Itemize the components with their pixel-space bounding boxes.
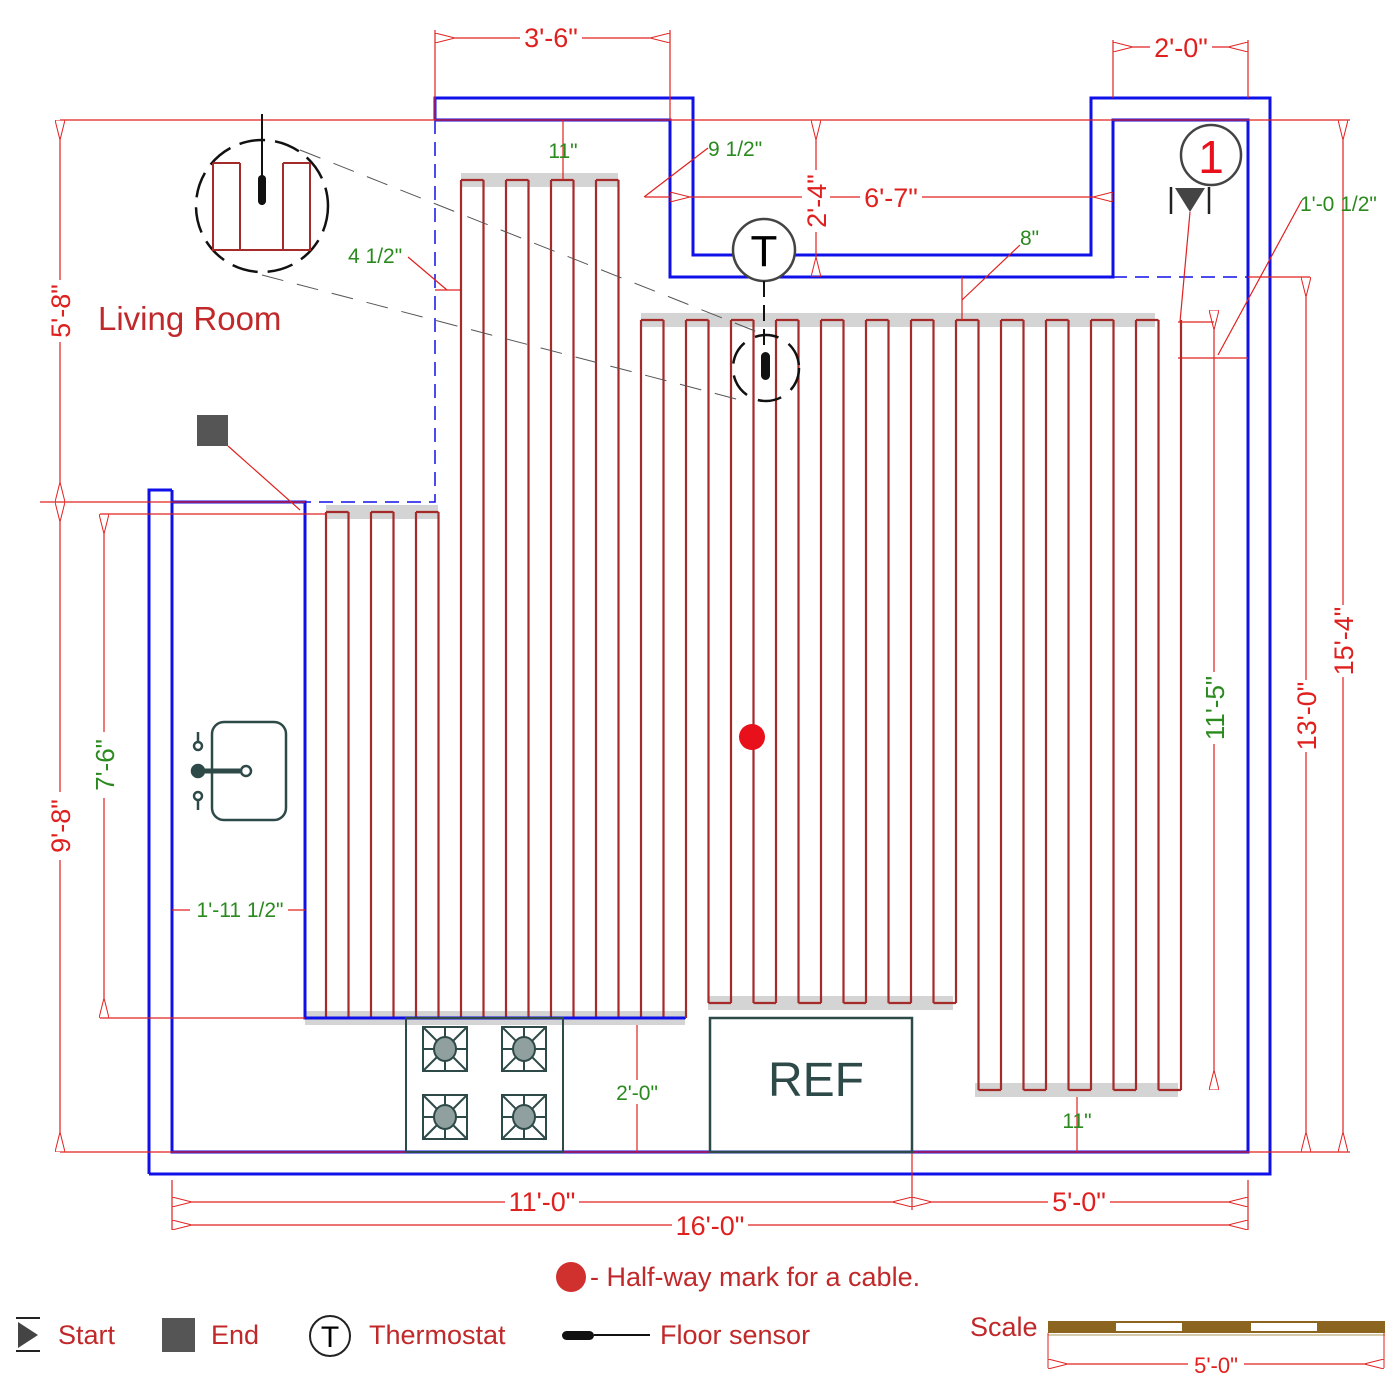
legend-scale-label: Scale	[970, 1312, 1038, 1342]
dim-notch-depth: 2'-4"	[802, 174, 832, 228]
counter-run-left: 7'-6"	[90, 739, 120, 791]
refrigerator: REF	[708, 1016, 914, 1154]
legend-start-icon	[16, 1317, 40, 1352]
refrigerator-label: REF	[768, 1054, 864, 1107]
legend-start-label: Start	[58, 1320, 116, 1350]
dim-bottom-left-width: 11'-0"	[509, 1187, 576, 1217]
dim-notch-width: 6'-7"	[864, 183, 918, 213]
room-label: Living Room	[98, 300, 281, 337]
dim-right-inner-height: 13'-0"	[1292, 682, 1322, 751]
legend-floor-sensor-icon	[562, 1331, 650, 1340]
dim-left-upper-height: 5'-8"	[46, 284, 76, 338]
clearance-right: 1'-0 1/2"	[1300, 193, 1377, 216]
clearance-9-1-2: 9 1/2"	[708, 138, 762, 161]
legend-end-icon	[162, 1318, 195, 1352]
outer-wall	[147, 96, 1272, 1176]
burner-icon	[422, 1026, 468, 1072]
cable-end-marker	[197, 415, 228, 446]
cable-run-right: 11'-5"	[1200, 676, 1230, 740]
legend-halfway-icon	[556, 1262, 586, 1292]
bottom-right-gap: 11"	[1062, 1110, 1091, 1133]
dim-left-lower-height: 9'-8"	[46, 799, 76, 853]
legend: - Half-way mark for a cable. Start End T…	[16, 1262, 1385, 1378]
cable-strap	[708, 996, 953, 1010]
legend-thermostat-icon: T	[309, 1315, 351, 1357]
dim-right-total-height: 15'-4"	[1329, 607, 1359, 676]
halfway-mark	[739, 724, 765, 750]
cable-start-marker: 1	[1169, 123, 1243, 214]
dim-bottom-right-width: 5'-0"	[1052, 1187, 1106, 1217]
cable-strap	[461, 173, 618, 187]
legend-floor-sensor-label: Floor sensor	[660, 1320, 810, 1350]
dim-bottom-total-width: 16'-0"	[676, 1211, 745, 1241]
burner-icon	[501, 1026, 547, 1072]
clearance-4-1-2: 4 1/2"	[348, 245, 402, 268]
burner-icon	[501, 1094, 547, 1140]
thermostat-symbol: T	[731, 217, 797, 378]
counter-depth: 1'-11 1/2"	[197, 899, 284, 922]
heating-cable	[324, 178, 1183, 1092]
stove	[405, 1017, 564, 1153]
legend-end-label: End	[211, 1320, 259, 1350]
start-number: 1	[1198, 131, 1224, 183]
open-boundary	[305, 120, 1248, 503]
dimension-lines	[40, 30, 1350, 1230]
scale-length: 5'-0"	[1194, 1353, 1238, 1378]
stove-gap: 2'-0"	[616, 1082, 658, 1105]
clearance-top-cable: 11"	[548, 140, 577, 163]
thermostat-glyph: T	[751, 227, 778, 276]
sensor-detail-callout	[194, 114, 766, 401]
legend-halfway-label: - Half-way mark for a cable.	[590, 1262, 920, 1292]
dimension-labels: 3'-6" 2'-0" 6'-7" 2'-4" 5'-8" 9'-8" 15'-…	[46, 23, 1377, 1241]
legend-thermostat-label: Thermostat	[369, 1320, 506, 1350]
sink	[190, 720, 288, 822]
dim-top-right-width: 2'-0"	[1154, 33, 1208, 63]
clearance-notch: 8"	[1020, 227, 1039, 250]
dim-top-left-width: 3'-6"	[524, 23, 578, 53]
cable-strap	[641, 313, 1155, 327]
svg-text:T: T	[321, 1321, 339, 1354]
burner-icon	[422, 1094, 468, 1140]
floor-sensor-symbol	[731, 333, 801, 403]
scale-bar: 5'-0"	[1047, 1321, 1385, 1378]
heating-cable-path	[324, 178, 1183, 1092]
